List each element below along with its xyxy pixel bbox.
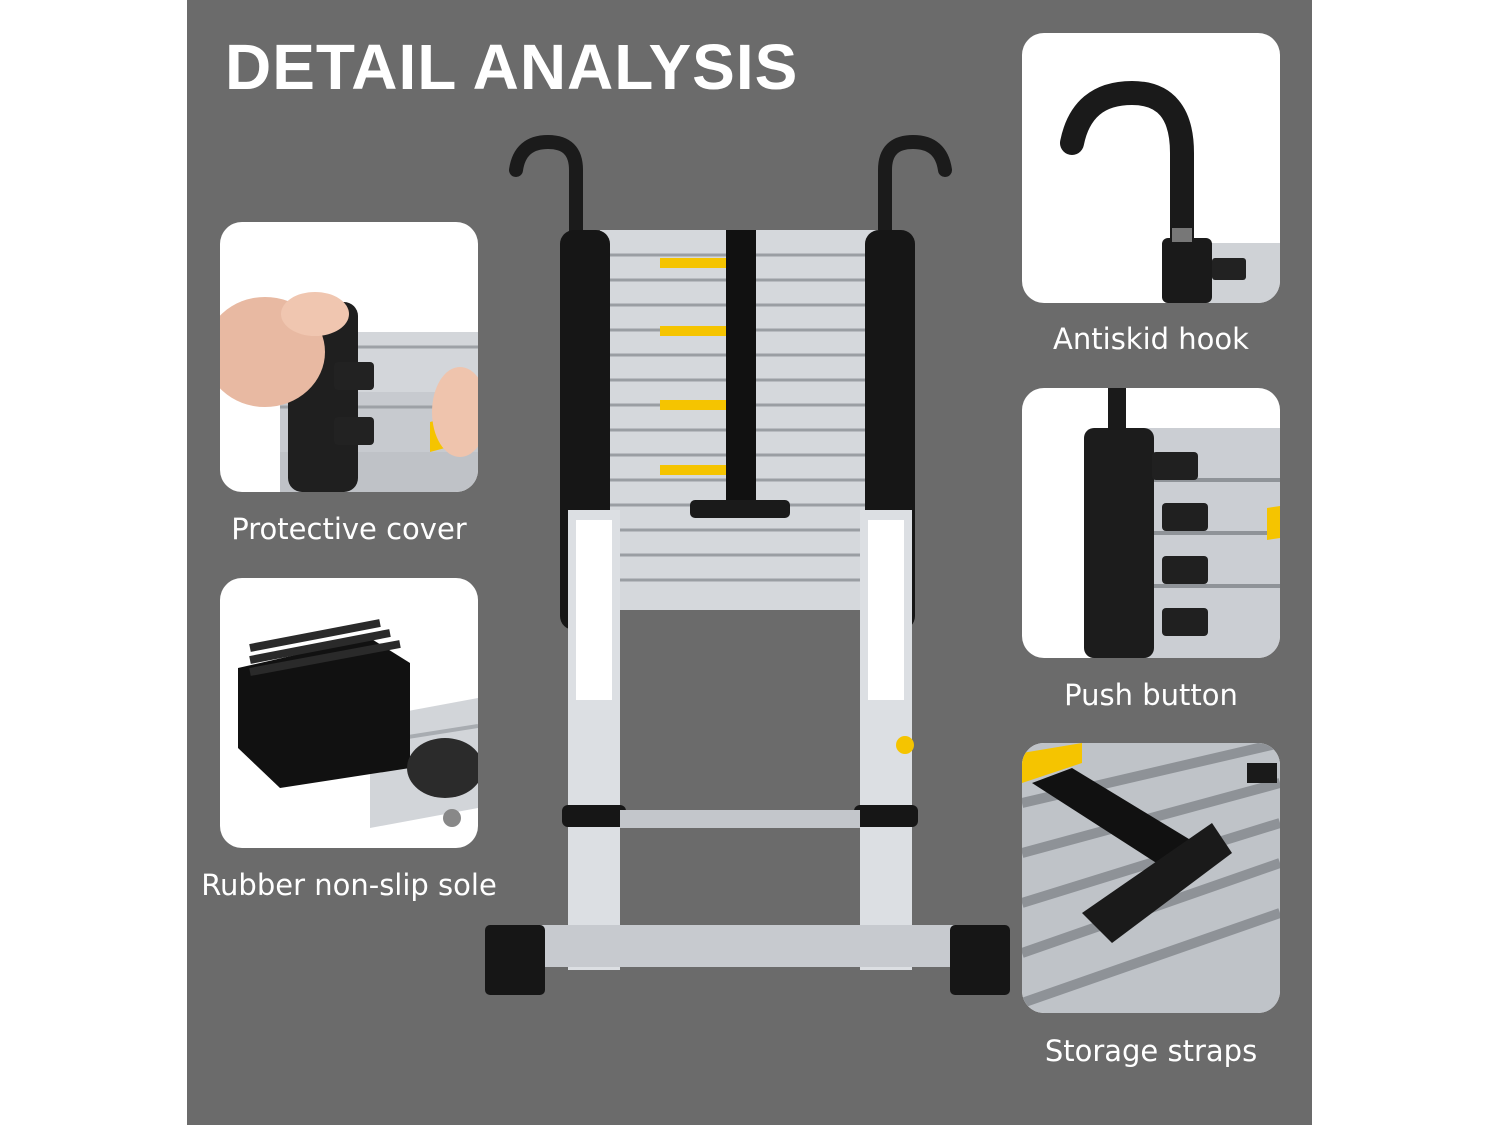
storage-straps-photo (1022, 743, 1280, 1013)
telescopic-ladder-photo (485, 134, 1010, 995)
antiskid-hook-photo (1060, 80, 1280, 303)
rubber-sole-photo (238, 619, 478, 828)
antiskid-hook-card (1022, 33, 1280, 303)
protective-cover-caption: Protective cover (231, 512, 467, 546)
push-button-card (1022, 388, 1280, 658)
antiskid-hook-caption: Antiskid hook (1053, 322, 1249, 356)
protective-cover-card (220, 222, 478, 492)
protective-cover-photo (220, 292, 478, 492)
push-button-photo (1084, 388, 1280, 658)
storage-straps-card (1022, 743, 1280, 1013)
page-title: DETAIL ANALYSIS (225, 31, 799, 103)
rubber-sole-card (220, 578, 478, 848)
storage-straps-caption: Storage straps (1044, 1034, 1258, 1068)
rubber-sole-caption: Rubber non-slip sole (201, 868, 497, 902)
push-button-caption: Push button (1064, 678, 1238, 712)
